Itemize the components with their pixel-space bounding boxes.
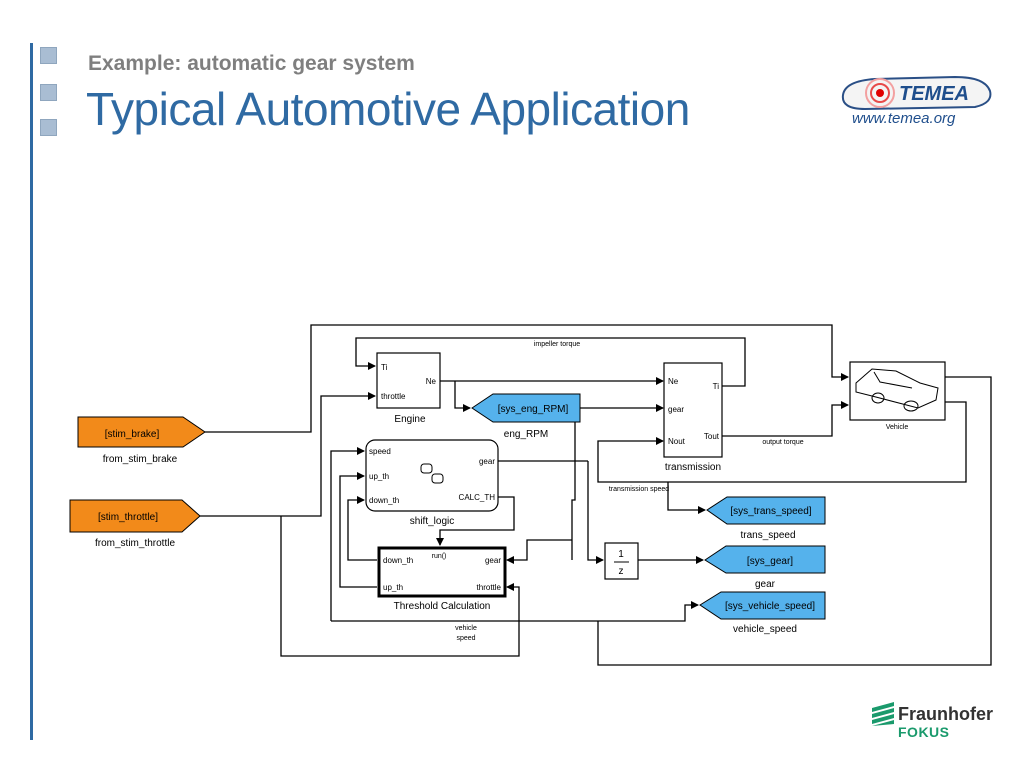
block-caption: gear (755, 579, 776, 590)
block-tag: [sys_eng_RPM] (498, 404, 569, 415)
fraunhofer-name: Fraunhofer (898, 704, 994, 724)
port-label: speed (369, 447, 391, 456)
car-icon (855, 368, 939, 412)
threshold-calculation-block[interactable]: run() down_th up_th gear throttle Thresh… (377, 546, 507, 612)
shift-logic-block[interactable]: speed up_th down_th gear CALC_TH shift_l… (365, 439, 499, 527)
signal-label: output torque (762, 439, 803, 446)
port-label: throttle (381, 392, 406, 401)
vehicle-block[interactable]: Vehicle (849, 361, 946, 431)
block-name: shift_logic (410, 516, 454, 527)
transmission-block[interactable]: Ne gear Nout Ti Tout transmission (663, 362, 723, 473)
signal-label: vehicle (455, 625, 477, 632)
block-tag: [sys_vehicle_speed] (725, 601, 815, 612)
block-tag: [stim_throttle] (98, 512, 158, 523)
trigger-label: run() (432, 553, 447, 560)
block-tag: [sys_trans_speed] (730, 506, 811, 517)
block-caption: trans_speed (740, 530, 795, 541)
port-label: Ne (668, 377, 679, 386)
port-label: Ti (713, 382, 720, 391)
block-tag: [stim_brake] (105, 429, 160, 440)
bullet-square-icon (40, 84, 57, 101)
port-label: gear (668, 405, 684, 414)
block-name: transmission (665, 462, 721, 473)
goto-block-sys-vehicle-speed[interactable]: [sys_vehicle_speed] vehicle_speed (699, 591, 826, 635)
block-name: Engine (394, 414, 426, 425)
block-caption: vehicle_speed (733, 624, 797, 635)
block-caption: eng_RPM (504, 429, 548, 440)
signal-label: transmission speed (609, 486, 669, 493)
port-label: gear (479, 457, 495, 466)
engine-block[interactable]: Ti throttle Ne Engine (376, 352, 441, 425)
slide-subtitle: Example: automatic gear system (88, 52, 415, 75)
port-label: throttle (477, 583, 502, 592)
goto-block-sys-gear[interactable]: [sys_gear] gear (704, 545, 826, 590)
block-caption: from_stim_brake (103, 454, 178, 465)
from-block-stim-brake[interactable]: [stim_brake] from_stim_brake (77, 416, 206, 465)
slide-title: Typical Automotive Application (86, 83, 690, 135)
logo-text: TEMEA (899, 83, 969, 105)
bullet-square-icon (40, 47, 57, 64)
port-label: CALC_TH (459, 493, 496, 502)
delay-num: 1 (618, 549, 624, 560)
signal-label: speed (456, 635, 475, 642)
port-label: Tout (704, 432, 720, 441)
block-name: Threshold Calculation (394, 601, 491, 612)
port-label: gear (485, 556, 501, 565)
unit-delay-block[interactable]: 1 z (604, 542, 639, 580)
fraunhofer-sub: FOKUS (898, 724, 950, 740)
block-tag: [sys_gear] (747, 556, 793, 567)
goto-block-sys-trans-speed[interactable]: [sys_trans_speed] trans_speed (706, 496, 826, 541)
bullet-square-icon (40, 119, 57, 136)
goto-block-sys-eng-rpm[interactable]: [sys_eng_RPM] eng_RPM (471, 393, 581, 440)
fraunhofer-logo (872, 702, 894, 726)
port-label: up_th (369, 472, 389, 481)
port-label: Nout (668, 437, 686, 446)
port-label: up_th (383, 583, 403, 592)
temea-logo: TEMEA (841, 75, 992, 111)
port-label: down_th (369, 496, 399, 505)
stateflow-chart-icon (420, 463, 444, 484)
signal-label: impeller torque (534, 341, 580, 348)
port-label: Ne (426, 377, 437, 386)
accent-bar (30, 43, 33, 740)
logo-url: www.temea.org (852, 110, 956, 127)
port-label: down_th (383, 556, 413, 565)
from-block-stim-throttle[interactable]: [stim_throttle] from_stim_throttle (69, 499, 201, 549)
signal-lines (200, 324, 992, 666)
block-caption: from_stim_throttle (95, 538, 175, 549)
port-label: Ti (381, 363, 388, 372)
block-name: Vehicle (886, 424, 909, 431)
delay-den: z (619, 566, 624, 577)
